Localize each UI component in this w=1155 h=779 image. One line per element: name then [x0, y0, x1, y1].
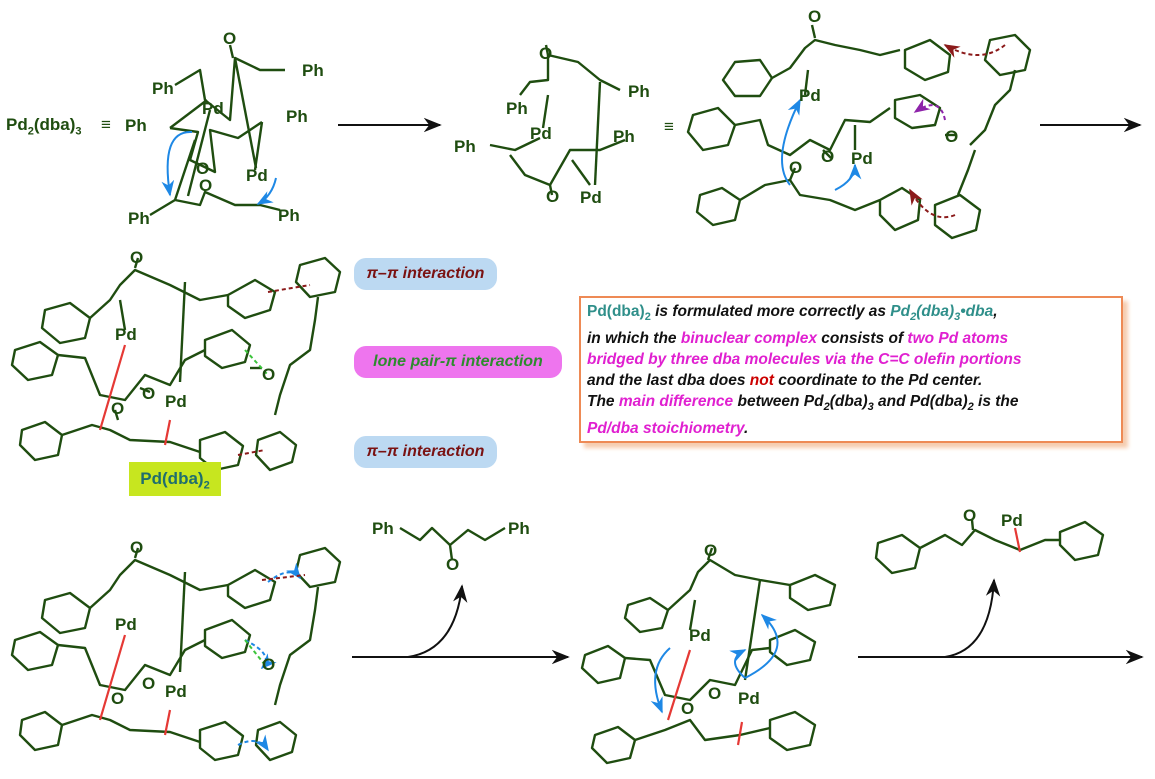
arrows-blue-s1 [161, 130, 277, 205]
structure-bottom-left [10, 546, 342, 762]
note-line-3: bridged by three dba molecules via the C… [587, 351, 1022, 369]
pd-red-bonds [98, 344, 172, 446]
oxygen-label: O [446, 555, 460, 574]
dba-release-arrow-1 [407, 584, 468, 658]
pd-atom: Pd [165, 682, 187, 701]
interaction-dashes-s3 [909, 44, 1006, 219]
lone-pair-pi-interaction: lone pair-π interaction [354, 346, 562, 378]
oxygen-label: O [262, 365, 276, 384]
pd-atom: Pd [202, 99, 224, 118]
reaction-arrows [338, 117, 1144, 665]
pd-atom: Pd [246, 166, 268, 185]
phenyl-label: Ph [125, 116, 147, 135]
oxygen-label: O [789, 158, 803, 177]
pd-atom: Pd [689, 626, 711, 645]
arrows-blue-s3 [781, 98, 862, 191]
phenyl-label: Ph [278, 206, 300, 225]
oxygen-label: O [111, 689, 125, 708]
oxygen-label: O [223, 29, 237, 48]
note-line-1: Pd(dba)2 is formulated more correctly as… [587, 303, 998, 324]
oxygen-label: O [196, 159, 210, 178]
explanation-note: Pd(dba)2 is formulated more correctly as… [579, 296, 1123, 443]
oxygen-label: O [704, 541, 718, 560]
arrows-blue-bm [650, 613, 779, 714]
phenyl-label: Ph [454, 137, 476, 156]
note-line-6: Pd/dba stoichiometry. [587, 420, 749, 438]
pd-dba2-label: Pd(dba)2 [129, 462, 221, 496]
oxygen-label: O [708, 684, 722, 703]
oxygen-label: O [821, 147, 835, 166]
note-line-2: in which the binuclear complex consists … [587, 330, 1009, 348]
pd-atom: Pd [165, 392, 187, 411]
structure-pd2dba3 [149, 44, 285, 217]
free-dba [399, 526, 506, 561]
pd2dba3-label: Pd2(dba)3 [6, 115, 82, 138]
phenyl-label: Ph [508, 519, 530, 538]
pd-dba-product-red [1013, 527, 1022, 553]
pd-red-bonds-bm [666, 649, 744, 746]
oxygen-label: O [963, 506, 977, 525]
phenyl-label: Ph [286, 107, 308, 126]
pd-red-bonds-bottom [98, 634, 172, 736]
pd-atom: Pd [851, 149, 873, 168]
pd-atom: Pd [738, 689, 760, 708]
pd-atom: Pd [115, 325, 137, 344]
oxygen-label: O [539, 44, 553, 63]
phenyl-label: Ph [613, 127, 635, 146]
structure-2 [489, 44, 626, 196]
pd-atom: Pd [580, 188, 602, 207]
oxygen-label: O [945, 127, 959, 146]
structure-bottom-middle [580, 547, 837, 765]
oxygen-label: O [262, 655, 276, 674]
pd-atom: Pd [530, 124, 552, 143]
phenyl-label: Ph [152, 79, 174, 98]
equiv-symbol-1: ≡ [101, 115, 111, 134]
interaction-dashes-bottom [237, 562, 306, 752]
oxygen-label: O [111, 399, 125, 418]
oxygen-label: O [546, 187, 560, 206]
phenyl-label: Ph [128, 209, 150, 228]
pd-dba-product [874, 519, 1105, 575]
equiv-symbol-2: ≡ [664, 117, 674, 136]
note-line-5: The main difference between Pd2(dba)3 an… [587, 393, 1019, 414]
oxygen-label: O [199, 176, 213, 195]
oxygen-label: O [130, 248, 144, 267]
oxygen-label: O [808, 7, 822, 26]
phenyl-label: Ph [506, 99, 528, 118]
pd-dba-release-arrow [944, 578, 1001, 658]
oxygen-label: O [142, 674, 156, 693]
interaction-dashes-pd-dba2 [237, 284, 311, 456]
pd-atom: Pd [799, 86, 821, 105]
phenyl-label: Ph [302, 61, 324, 80]
pd-atom: Pd [115, 615, 137, 634]
note-line-4: and the last dba does not coordinate to … [587, 372, 983, 390]
phenyl-label: Ph [628, 82, 650, 101]
phenyl-label: Ph [372, 519, 394, 538]
structure-3 [686, 24, 1032, 240]
pi-pi-interaction-bottom: π–π interaction [354, 436, 497, 468]
pd-atom: Pd [1001, 511, 1023, 530]
oxygen-label: O [681, 699, 695, 718]
pi-pi-interaction-top: π–π interaction [354, 258, 497, 290]
oxygen-label: O [142, 384, 156, 403]
oxygen-label: O [130, 538, 144, 557]
structure-pd-dba2 [10, 256, 342, 472]
